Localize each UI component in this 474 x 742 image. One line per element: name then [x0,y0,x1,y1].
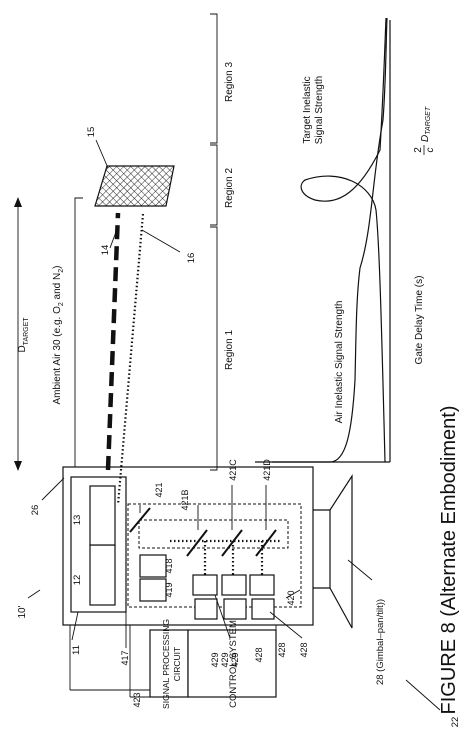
signal-processing-label-2: CIRCUIT [172,647,182,681]
ref-14: 14 [100,245,111,256]
ref-15: 15 [86,127,97,138]
detector-419 [139,578,167,602]
ref-429-1: 429 [210,652,220,667]
region-2-label: Region 2 [224,168,235,208]
ref-421b: 421B [180,489,190,510]
telescope-body [313,509,331,589]
leader-420 [285,589,301,599]
region-3-label: Region 3 [224,62,235,102]
region-3-bracket [210,13,218,144]
ref-12: 12 [72,575,83,586]
target-15 [94,165,175,207]
formula-d-target: DTARGET [420,106,432,142]
d-target-label: DTARGET [17,317,30,353]
mirror-421c [221,529,243,557]
detector-428-3 [251,598,275,620]
region-1-label: Region 1 [224,330,235,370]
ref-428-2: 428 [277,642,287,657]
leader-15 [95,139,109,169]
d-target-arrowhead-top [14,197,22,207]
leader-428 [269,611,303,639]
leader-22 [405,679,441,711]
leader-16 [141,229,181,253]
region-1-bracket [210,226,218,471]
ref-26: 26 [30,505,41,516]
ref-428-1: 428 [254,647,264,662]
target-signal-label-2: Signal Strength [314,76,325,144]
x-axis-label: Gate Delay Time (s) [414,276,425,365]
formula-denominator: c [425,148,436,153]
formula-numerator: 2 [413,147,424,153]
air-signal-label: Air Inelastic Signal Strength [334,301,345,424]
receiver-optical-path [138,519,289,549]
ref-13: 13 [72,515,83,526]
telescope-cone [329,473,353,629]
control-system-box [187,629,277,698]
laser-13 [89,485,116,546]
return-path-16 [116,213,145,506]
ref-417: 417 [120,650,130,665]
leader-26 [41,477,65,501]
region-2-bracket [210,144,218,226]
ref-420: 420 [286,590,296,605]
ambient-air-bracket [74,197,83,468]
air-signal-curve [272,17,388,463]
detector-428-2 [223,598,247,620]
leader-28 [347,559,373,581]
mirror-421d [255,529,277,557]
detector-429-3 [249,574,275,596]
target-signal-curve [300,17,387,463]
ref-418: 418 [164,558,174,573]
ambient-air-label: Ambient Air 30 (e.g. O2 and N2) [52,265,65,404]
signal-processing-label-1: SIGNAL PROCESSING [161,619,171,709]
ref-419: 419 [164,582,174,597]
ref-429-3: 429 [230,652,240,667]
mirror-421b [186,529,208,557]
ref-428-3: 428 [299,642,309,657]
detector-429-1 [192,574,218,596]
ref-10: 10' [17,605,28,618]
ref-421c: 421C [228,459,238,481]
leader-10 [27,589,41,599]
detector-429-2 [221,574,247,596]
target-signal-label-1: Target Inelastic [302,76,313,143]
figure-caption: FIGURE 8 (Alternate Embodiment) [438,406,460,715]
laser-beam-14 [105,212,121,471]
ref-16: 16 [186,253,197,264]
gimbal-label: 28 (Gimbal–pan/tilt)) [375,599,386,685]
ref-421: 421 [154,482,164,497]
detector-418 [139,554,167,578]
detector-428-1 [194,598,218,620]
d-target-arrowhead-bottom [14,461,22,471]
ref-429-2: 429 [220,652,230,667]
ref-423: 423 [132,692,142,707]
control-system-label: CONTROL SYSTEM [228,620,239,708]
leader-11 [71,611,79,641]
ref-421d: 421D [262,459,272,481]
leader-14 [109,231,117,249]
leader-429 [214,594,231,639]
ref-11: 11 [71,645,82,655]
mirror-421 [129,507,151,533]
ref-22: 22 [450,717,461,728]
laser-12 [89,544,116,606]
